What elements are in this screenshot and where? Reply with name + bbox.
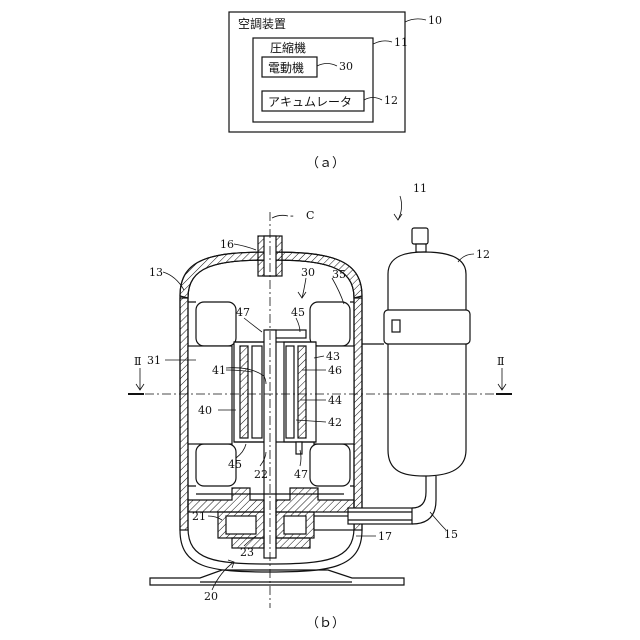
ref-17: 17: [378, 530, 392, 543]
ref-11-b: 11: [413, 182, 427, 195]
ref-23: 23: [240, 546, 254, 559]
ref-35: 35: [332, 268, 346, 281]
ref-16: 16: [220, 238, 234, 251]
block-diagram: 空調装置 10 圧縮機 11 電動機 30 アキュムレータ 12 （ａ）: [229, 12, 442, 171]
compressor-section: Ⅱ Ⅱ C ‐: [128, 182, 512, 631]
ref-44: 44: [328, 394, 342, 407]
ref-46: 46: [328, 364, 342, 377]
ref-12-a: 12: [384, 94, 398, 107]
ref-40: 40: [198, 404, 212, 417]
main-frame: [188, 488, 264, 512]
ref-11-a: 11: [394, 36, 408, 49]
ref-20: 20: [204, 590, 218, 603]
ref-47b: 47: [294, 468, 308, 481]
ref-41: 41: [212, 364, 226, 377]
ref-21: 21: [192, 510, 206, 523]
caption-a: （ａ）: [306, 156, 345, 171]
compression-mechanism: [218, 512, 354, 548]
ref-47a: 47: [236, 306, 250, 319]
accumulator-label: アキュムレータ: [268, 95, 352, 109]
ref-42: 42: [328, 416, 342, 429]
suction-pipe: [348, 508, 412, 524]
axis-label: C: [306, 209, 314, 222]
ref-31: 31: [147, 354, 161, 367]
ref-22: 22: [254, 468, 268, 481]
svg-text:‐: ‐: [290, 209, 294, 222]
ref-15: 15: [444, 528, 458, 541]
ref-45b: 45: [228, 458, 242, 471]
ref-10: 10: [428, 14, 442, 27]
caption-b: （ｂ）: [306, 616, 345, 631]
ref-12-b: 12: [476, 248, 490, 261]
system-label: 空調装置: [238, 17, 286, 31]
ref-30-b: 30: [301, 266, 315, 279]
section-mark-left: Ⅱ: [134, 355, 141, 368]
ref-30-a: 30: [339, 60, 353, 73]
connecting-pipe: [412, 476, 436, 524]
ref-13: 13: [149, 266, 163, 279]
compressor-label: 圧縮機: [270, 40, 306, 55]
motor-label: 電動機: [268, 60, 304, 75]
ref-45a: 45: [291, 306, 305, 319]
section-mark-right: Ⅱ: [497, 355, 504, 368]
ref-43: 43: [326, 350, 340, 363]
accumulator: [362, 228, 470, 476]
